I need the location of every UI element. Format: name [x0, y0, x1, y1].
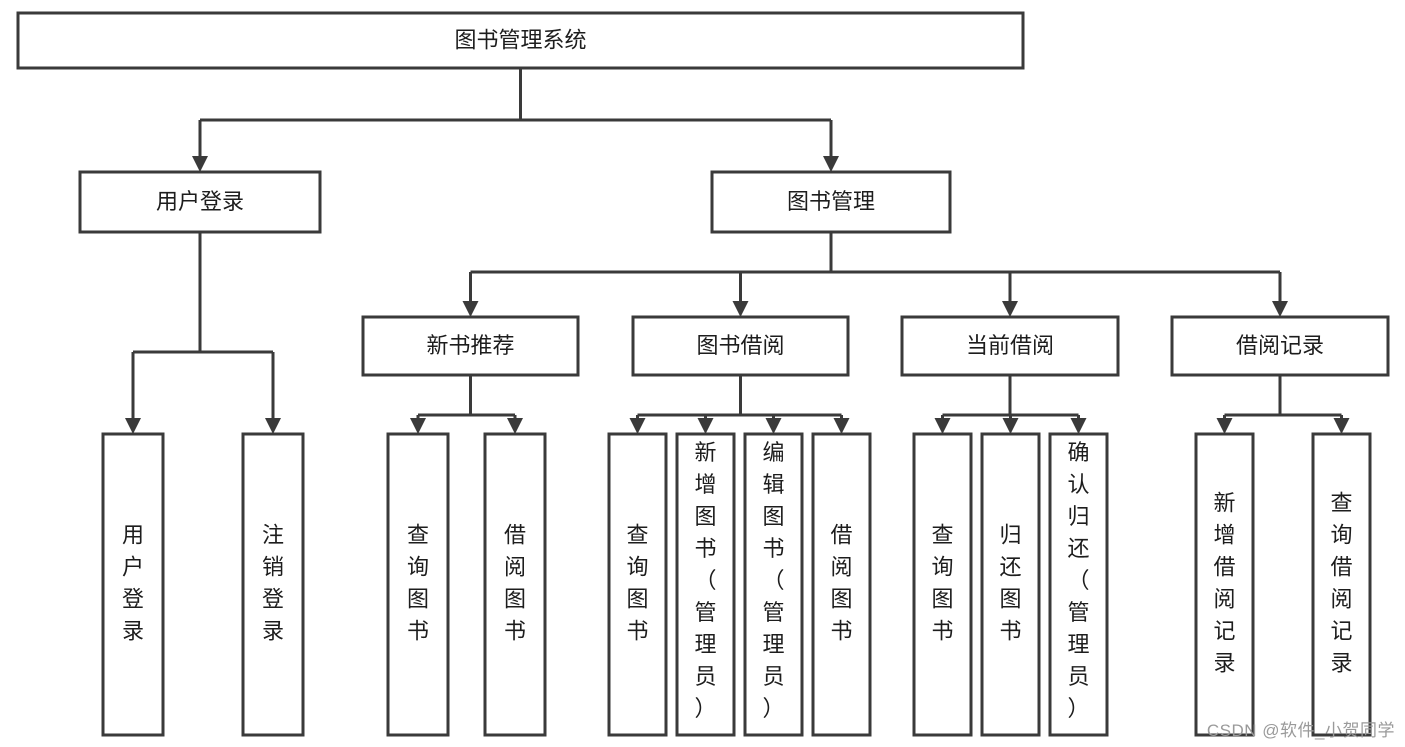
- node-new-book-recommend[interactable]: 新书推荐: [361, 315, 580, 377]
- edge-group-new-book-recommend: [410, 375, 523, 434]
- edge-arrowhead-icon: [1333, 418, 1350, 434]
- node-label: 当前借阅: [966, 333, 1054, 358]
- node-borrow-record[interactable]: 借阅记录: [1170, 315, 1390, 377]
- node-leaf-borrow-book-2[interactable]: 借阅图书: [811, 432, 872, 737]
- node-label: 查询借阅记录: [1330, 491, 1352, 676]
- node-box: [483, 432, 547, 737]
- edge-group-user-login: [125, 232, 281, 434]
- node-box: [78, 170, 322, 234]
- edge-arrowhead-icon: [192, 156, 208, 172]
- node-user-login[interactable]: 用户登录: [78, 170, 322, 234]
- node-label: 归还图书: [999, 523, 1021, 644]
- node-box: [16, 11, 1025, 70]
- node-label: 新增借阅记录: [1213, 491, 1235, 676]
- edge-arrowhead-icon: [462, 301, 479, 317]
- node-leaf-borrow-book-1[interactable]: 借阅图书: [483, 432, 547, 737]
- edge-arrowhead-icon: [1216, 418, 1233, 434]
- node-label: 新增图书（管理员）: [694, 440, 716, 721]
- edge-arrowhead-icon: [410, 418, 426, 434]
- node-box: [1311, 432, 1372, 737]
- node-box: [675, 432, 736, 737]
- node-current-borrow[interactable]: 当前借阅: [900, 315, 1120, 377]
- node-label: 用户登录: [122, 523, 144, 644]
- node-label: 查询图书: [407, 523, 429, 644]
- node-leaf-query-book-2[interactable]: 查询图书: [607, 432, 668, 737]
- edge-arrowhead-icon: [697, 418, 714, 434]
- node-leaf-confirm-return-admin[interactable]: 确认归还（管理员）: [1048, 432, 1109, 737]
- node-label: 查询图书: [931, 523, 953, 644]
- node-leaf-return-book[interactable]: 归还图书: [980, 432, 1041, 737]
- node-box: [241, 432, 305, 737]
- node-leaf-query-book-3[interactable]: 查询图书: [912, 432, 973, 737]
- edge-arrowhead-icon: [1002, 418, 1019, 434]
- node-label: 查询图书: [626, 523, 648, 644]
- node-root[interactable]: 图书管理系统: [16, 11, 1025, 70]
- node-book-manage[interactable]: 图书管理: [710, 170, 952, 234]
- node-label: 编辑图书（管理员）: [762, 440, 784, 721]
- node-leaf-add-borrow-record[interactable]: 新增借阅记录: [1194, 432, 1255, 737]
- edge-arrowhead-icon: [125, 418, 141, 434]
- node-label: 确认归还（管理员）: [1067, 440, 1089, 721]
- edge-group-book-manage: [462, 232, 1288, 317]
- node-label: 借阅图书: [504, 523, 526, 644]
- node-box: [1048, 432, 1109, 737]
- node-leaf-add-book-admin[interactable]: 新增图书（管理员）: [675, 432, 736, 737]
- node-box: [1194, 432, 1255, 737]
- edge-arrowhead-icon: [629, 418, 646, 434]
- edge-group-current-borrow: [934, 375, 1087, 434]
- node-leaf-query-book-1[interactable]: 查询图书: [386, 432, 450, 737]
- edge-arrowhead-icon: [507, 418, 523, 434]
- node-book-borrow[interactable]: 图书借阅: [631, 315, 850, 377]
- node-label: 新书推荐: [426, 333, 514, 358]
- edge-arrowhead-icon: [1002, 301, 1018, 317]
- node-label: 借阅图书: [830, 523, 852, 644]
- watermark-text: CSDN @软件_小贺同学: [1206, 721, 1395, 740]
- node-box: [607, 432, 668, 737]
- node-box: [743, 432, 804, 737]
- edge-arrowhead-icon: [732, 301, 749, 317]
- node-box: [631, 315, 850, 377]
- edge-group-book-borrow: [629, 375, 850, 434]
- edge-arrowhead-icon: [823, 156, 839, 172]
- node-box: [386, 432, 450, 737]
- node-label: 图书管理: [787, 189, 875, 214]
- node-leaf-edit-book-admin[interactable]: 编辑图书（管理员）: [743, 432, 804, 737]
- edge-arrowhead-icon: [1070, 418, 1087, 434]
- node-leaf-user-login[interactable]: 用户登录: [101, 432, 165, 737]
- node-label: 图书管理系统: [454, 27, 586, 52]
- node-label: 注销登录: [262, 523, 284, 644]
- node-leaf-logout[interactable]: 注销登录: [241, 432, 305, 737]
- node-box: [710, 170, 952, 234]
- node-box: [361, 315, 580, 377]
- node-box: [811, 432, 872, 737]
- node-box: [980, 432, 1041, 737]
- edge-group-borrow-record: [1216, 375, 1350, 434]
- edge-arrowhead-icon: [833, 418, 850, 434]
- node-box: [101, 432, 165, 737]
- edge-arrowhead-icon: [765, 418, 782, 434]
- edges-layer: [125, 68, 1350, 434]
- edge-group-root: [192, 68, 839, 172]
- node-label: 借阅记录: [1236, 333, 1324, 358]
- node-leaf-query-borrow-record[interactable]: 查询借阅记录: [1311, 432, 1372, 737]
- nodes-layer: 图书管理系统用户登录图书管理新书推荐图书借阅当前借阅借阅记录用户登录注销登录查询…: [16, 11, 1390, 737]
- edge-arrowhead-icon: [265, 418, 281, 434]
- edge-arrowhead-icon: [934, 418, 951, 434]
- node-label: 用户登录: [156, 189, 244, 214]
- node-box: [1170, 315, 1390, 377]
- node-box: [900, 315, 1120, 377]
- edge-arrowhead-icon: [1272, 301, 1288, 317]
- node-box: [912, 432, 973, 737]
- node-label: 图书借阅: [696, 333, 784, 358]
